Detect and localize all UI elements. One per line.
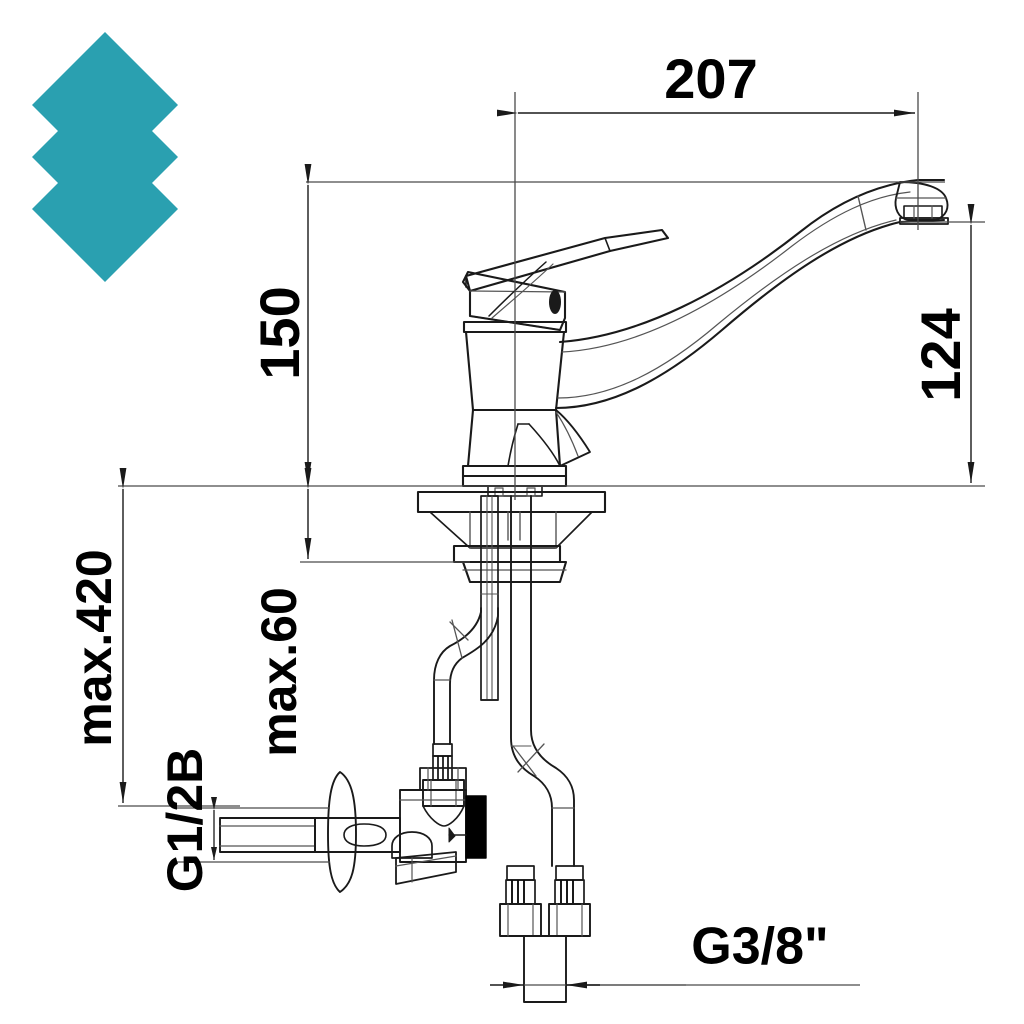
dimension-label-g38: G3/8" — [691, 918, 828, 976]
logo-chevron-top — [32, 32, 178, 132]
threaded-shank — [480, 495, 499, 701]
dimension-label-g12b: G1/2B — [157, 748, 213, 893]
angle-valve — [219, 767, 487, 893]
dimension-label-150: 150 — [248, 286, 311, 379]
chevron-stack-logo — [32, 32, 178, 282]
mounting-bracket — [416, 490, 607, 549]
dimension-label-max420: max.420 — [66, 549, 122, 746]
dimension-labels: 207 150 124 max.420 G1/2B max.60 G3/8" — [66, 47, 972, 976]
spout-arch — [507, 178, 949, 467]
faucet-product-outline — [219, 178, 949, 1003]
logo-chevron-middle — [32, 84, 178, 184]
dimension-label-124: 124 — [909, 308, 972, 401]
hose-right — [510, 495, 575, 867]
mounting-nut-stack — [452, 544, 568, 584]
logo-diamond-bottom — [32, 136, 178, 282]
hose-left — [422, 607, 499, 827]
hose-end-fittings — [499, 865, 591, 1003]
dimension-label-207: 207 — [664, 47, 757, 110]
cartridge-collar — [462, 320, 568, 334]
dimension-annotations — [118, 92, 985, 989]
dimension-label-max60: max.60 — [251, 587, 307, 757]
lever-handle — [464, 228, 670, 293]
